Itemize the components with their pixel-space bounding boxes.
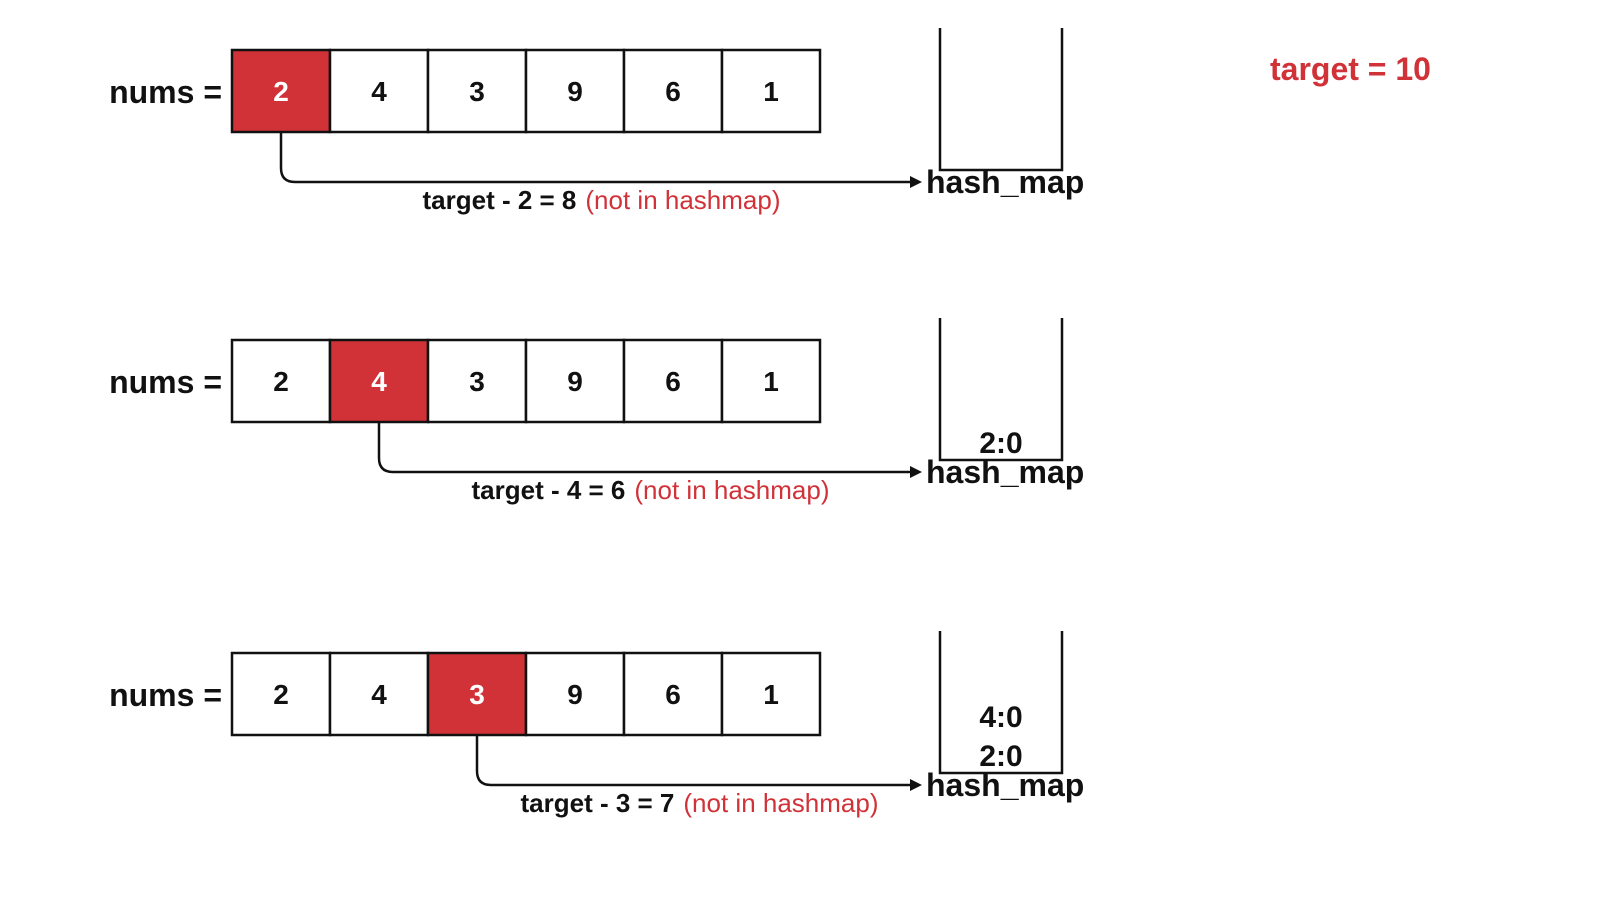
cell-box — [230, 651, 332, 737]
cell-value: 1 — [763, 366, 779, 397]
array-cell: 9 — [524, 48, 626, 134]
array-cell: 4 — [328, 651, 430, 737]
cell-value: 4 — [371, 366, 387, 397]
cell-box — [230, 48, 332, 134]
cell-value: 9 — [567, 366, 583, 397]
array-cell: 1 — [720, 651, 822, 737]
arrow-head — [910, 176, 922, 188]
cell-value: 6 — [665, 76, 681, 107]
cell-value: 1 — [763, 679, 779, 710]
cell-value: 4 — [371, 76, 387, 107]
cell-box — [328, 651, 430, 737]
cell-value: 6 — [665, 366, 681, 397]
hash-map-entry: 2:0 — [979, 427, 1022, 460]
hash-map-entry: 2:0 — [979, 740, 1022, 773]
array-cell-current: 4 — [328, 338, 430, 424]
array-cell: 1 — [720, 48, 822, 134]
calculation-text: target - 2 = 8 (not in hashmap) — [422, 185, 780, 215]
cell-box — [720, 48, 822, 134]
array-cell: 1 — [720, 338, 822, 424]
calculation-text: target - 3 = 7 (not in hashmap) — [520, 788, 878, 818]
cell-box — [426, 338, 528, 424]
cell-value: 9 — [567, 76, 583, 107]
cell-box — [622, 338, 724, 424]
cell-value: 3 — [469, 76, 485, 107]
cell-value: 9 — [567, 679, 583, 710]
complement-expression: target - 2 = 8 — [422, 185, 576, 215]
cell-box — [622, 651, 724, 737]
lookup-result-note: (not in hashmap) — [634, 475, 829, 505]
target-value-label: target = 10 — [1270, 51, 1431, 87]
cell-box — [328, 48, 430, 134]
calculation-text: target - 4 = 6 (not in hashmap) — [471, 475, 829, 505]
array-cell: 9 — [524, 651, 626, 737]
array-cell-current: 3 — [426, 651, 528, 737]
arrow-head — [910, 466, 922, 478]
cell-value: 6 — [665, 679, 681, 710]
array-cell: 6 — [622, 48, 724, 134]
cell-value: 2 — [273, 366, 289, 397]
cell-value: 3 — [469, 366, 485, 397]
nums-label: nums = — [109, 74, 222, 110]
array-cell: 3 — [426, 48, 528, 134]
array-cell: 2 — [230, 338, 332, 424]
cell-value: 2 — [273, 679, 289, 710]
complement-expression: target - 4 = 6 — [471, 475, 625, 505]
cell-value: 4 — [371, 679, 387, 710]
hash-map-container — [938, 318, 1064, 462]
lookup-result-note: (not in hashmap) — [683, 788, 878, 818]
hash-map-container — [938, 631, 1064, 775]
nums-label: nums = — [109, 364, 222, 400]
cell-box — [524, 338, 626, 424]
array-cell: 4 — [328, 48, 430, 134]
array-cell: 2 — [230, 651, 332, 737]
lookup-arrow — [279, 132, 912, 184]
cell-value: 2 — [273, 76, 289, 107]
lookup-arrow — [475, 735, 912, 787]
cell-value: 3 — [469, 679, 485, 710]
lookup-arrow — [377, 422, 912, 474]
hash-map-entry: 4:0 — [979, 701, 1022, 734]
lookup-result-note: (not in hashmap) — [585, 185, 780, 215]
complement-expression: target - 3 = 7 — [520, 788, 674, 818]
array-cell: 6 — [622, 651, 724, 737]
array-cell-current: 2 — [230, 48, 332, 134]
hash-map-container — [938, 28, 1064, 172]
arrow-head — [910, 779, 922, 791]
cell-box — [328, 338, 430, 424]
array-cell: 9 — [524, 338, 626, 424]
cell-box — [720, 651, 822, 737]
nums-label: nums = — [109, 677, 222, 713]
cell-box — [622, 48, 724, 134]
array-cell: 6 — [622, 338, 724, 424]
cell-box — [426, 48, 528, 134]
array-cell: 3 — [426, 338, 528, 424]
cell-box — [524, 651, 626, 737]
cell-value: 1 — [763, 76, 779, 107]
cell-box — [720, 338, 822, 424]
